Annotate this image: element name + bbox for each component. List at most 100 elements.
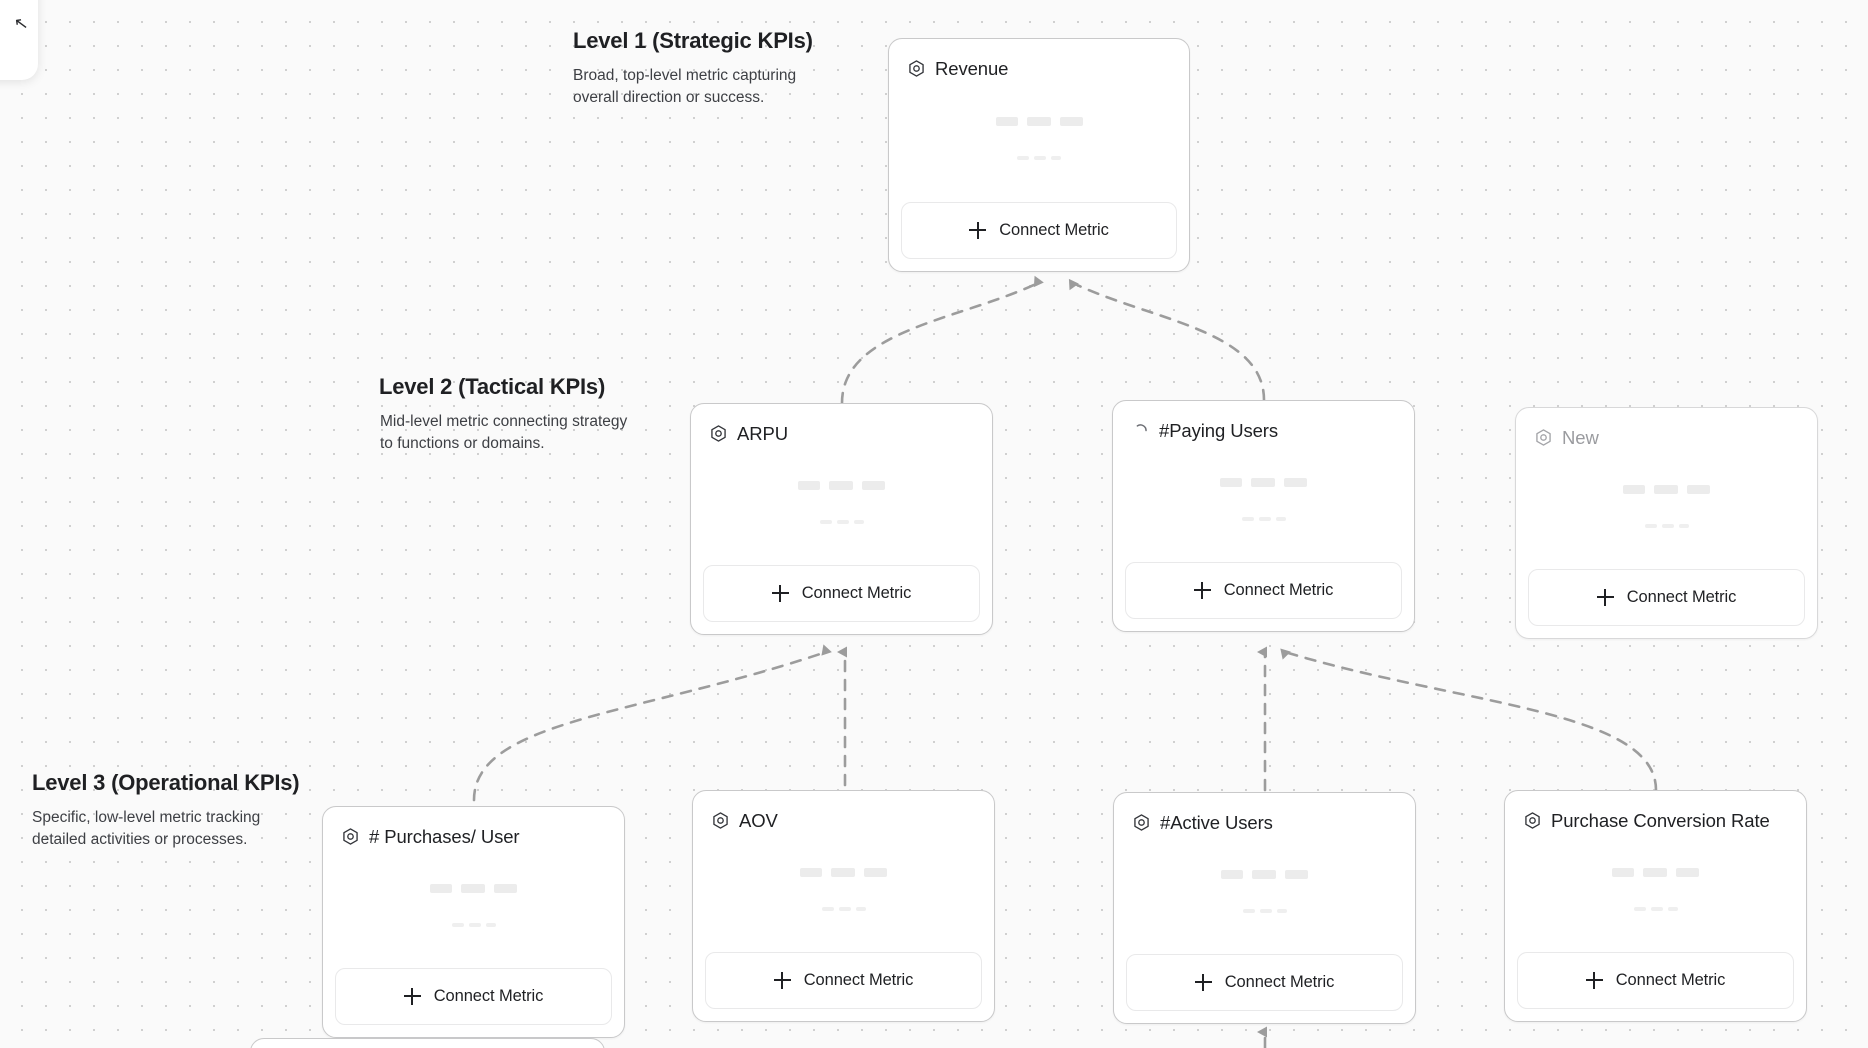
skeleton-bar <box>1275 517 1286 521</box>
skeleton-bar <box>1220 478 1242 487</box>
skeleton-bar <box>1667 907 1678 911</box>
card-placeholder-body <box>1125 443 1402 562</box>
card-header: Revenue <box>901 51 1177 81</box>
metric-card-offscreen-bottom[interactable] <box>250 1038 605 1048</box>
metric-card-purchase-conversion-rate[interactable]: Purchase Conversion Rate Connect Metric <box>1504 790 1807 1022</box>
level-2-description: Mid-level metric connecting strategy to … <box>380 413 628 452</box>
connector-paying-users-to-revenue <box>1068 278 1266 402</box>
connect-metric-button[interactable]: Connect Metric <box>1126 954 1403 1011</box>
card-placeholder-body <box>703 446 980 565</box>
metric-card-active-users[interactable]: #Active Users Connect Metric <box>1113 792 1416 1024</box>
card-title: AOV <box>739 809 778 831</box>
plus-icon <box>1596 589 1614 606</box>
skeleton-bar <box>855 907 866 911</box>
hexagon-target-icon <box>343 828 358 845</box>
skeleton-bar <box>1026 117 1051 126</box>
skeleton-bar <box>1284 478 1307 487</box>
plus-icon <box>773 972 791 989</box>
level-label-level-2: Level 2 (Tactical KPIs) Mid-level metric… <box>379 374 635 455</box>
skeleton-bar <box>1259 909 1272 913</box>
skeleton-bar <box>821 907 834 911</box>
plus-icon <box>771 585 789 602</box>
plus-icon <box>969 222 987 239</box>
skeleton-bar <box>862 481 885 490</box>
hexagon-target-icon <box>909 60 924 77</box>
level-1-description: Broad, top-level metric capturing overal… <box>573 67 797 106</box>
metric-card-purchases-per-user[interactable]: # Purchases/ User Connect Metric <box>322 806 625 1038</box>
skeleton-row-primary <box>1623 485 1710 494</box>
spinner-icon <box>1136 424 1147 432</box>
metric-card-arpu[interactable]: ARPU Connect Metric <box>690 403 993 635</box>
skeleton-bar <box>829 481 853 490</box>
card-placeholder-body <box>705 833 982 952</box>
plus-icon <box>1585 972 1603 989</box>
skeleton-row-secondary <box>819 520 864 524</box>
card-header: #Active Users <box>1126 805 1403 835</box>
skeleton-row-secondary <box>1644 524 1689 528</box>
corner-floating-panel[interactable]: ↖ <box>0 0 38 80</box>
skeleton-bar <box>1676 868 1699 877</box>
hexagon-target-icon <box>713 812 728 829</box>
skeleton-bar <box>1051 156 1061 160</box>
card-placeholder-body <box>335 849 612 968</box>
connect-metric-button[interactable]: Connect Metric <box>703 565 980 622</box>
metric-card-revenue[interactable]: Revenue Connect Metric <box>888 38 1190 272</box>
card-header: Purchase Conversion Rate <box>1517 803 1794 833</box>
skeleton-row-secondary <box>1017 156 1061 160</box>
connect-metric-label: Connect Metric <box>999 221 1109 239</box>
skeleton-row-primary <box>798 481 885 490</box>
skeleton-row-primary <box>800 868 887 877</box>
skeleton-bar <box>451 923 464 927</box>
connector-arpu-to-revenue <box>840 275 1044 405</box>
plus-icon <box>1193 582 1211 599</box>
connect-metric-label: Connect Metric <box>1223 581 1334 599</box>
card-title: Purchase Conversion Rate <box>1551 809 1770 831</box>
connect-metric-button[interactable]: Connect Metric <box>1125 562 1402 619</box>
skeleton-bar <box>1687 485 1710 494</box>
level-3-title: Level 3 (Operational KPIs) <box>32 770 300 795</box>
skeleton-row-primary <box>430 884 517 893</box>
connector-purchases-to-arpu <box>472 644 832 802</box>
skeleton-bar <box>1017 156 1029 160</box>
connect-metric-button[interactable]: Connect Metric <box>1528 569 1805 626</box>
skeleton-bar <box>1252 870 1276 879</box>
metric-card-aov[interactable]: AOV Connect Metric <box>692 790 995 1022</box>
card-title: Revenue <box>935 57 1009 79</box>
plus-icon <box>1194 974 1212 991</box>
skeleton-bar <box>1276 909 1287 913</box>
connect-metric-label: Connect Metric <box>1615 971 1726 989</box>
hexagon-target-icon <box>1134 814 1149 831</box>
skeleton-bar <box>1241 517 1254 521</box>
connect-metric-button[interactable]: Connect Metric <box>901 202 1177 259</box>
skeleton-row-primary <box>995 117 1083 126</box>
skeleton-bar <box>1650 907 1663 911</box>
skeleton-bar <box>1258 517 1271 521</box>
connector-conversion-to-paying-users <box>1280 648 1658 792</box>
skeleton-bar <box>1612 868 1634 877</box>
connect-metric-label: Connect Metric <box>1626 588 1737 606</box>
skeleton-bar <box>1221 870 1243 879</box>
skeleton-bar <box>1623 485 1645 494</box>
connect-metric-button[interactable]: Connect Metric <box>1517 952 1794 1009</box>
skeleton-bar <box>468 923 481 927</box>
skeleton-bar <box>864 868 887 877</box>
card-placeholder-body <box>1126 835 1403 954</box>
skeleton-bar <box>831 868 855 877</box>
skeleton-bar <box>1661 524 1674 528</box>
card-title: #Active Users <box>1160 811 1273 833</box>
skeleton-bar <box>1059 117 1083 126</box>
skeleton-bar <box>853 520 864 524</box>
cursor-icon: ↖ <box>12 12 30 34</box>
skeleton-row-primary <box>1612 868 1699 877</box>
card-title: # Purchases/ User <box>369 825 520 847</box>
skeleton-bar <box>1654 485 1678 494</box>
skeleton-bar <box>1633 907 1646 911</box>
skeleton-row-secondary <box>1242 909 1287 913</box>
metric-card-new[interactable]: New Connect Metric <box>1515 407 1818 639</box>
skeleton-bar <box>1242 909 1255 913</box>
metric-card-paying-users[interactable]: #Paying Users Connect Metric <box>1112 400 1415 632</box>
connect-metric-button[interactable]: Connect Metric <box>705 952 982 1009</box>
skeleton-bar <box>836 520 849 524</box>
skeleton-bar <box>1251 478 1275 487</box>
connect-metric-button[interactable]: Connect Metric <box>335 968 612 1025</box>
